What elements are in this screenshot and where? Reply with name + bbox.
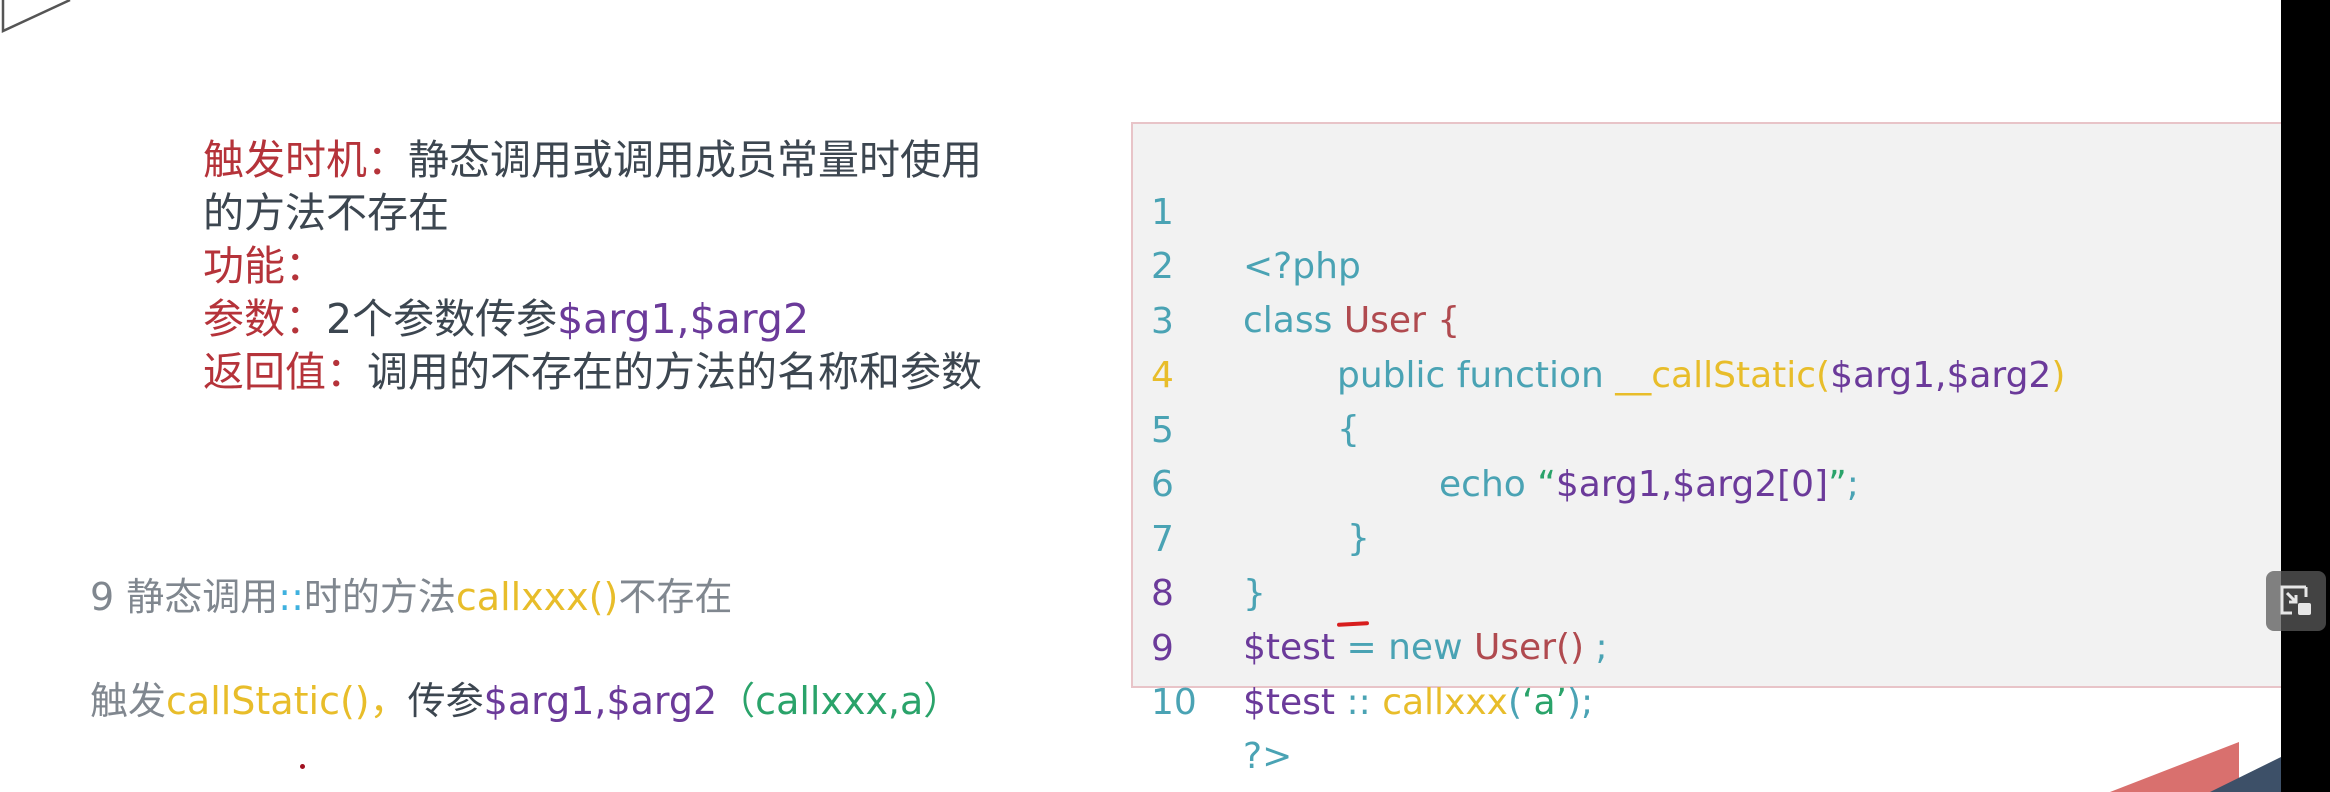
line-number: 5 xyxy=(1151,410,1174,451)
params-row: 参数：2个参数传参$arg1,$arg2 xyxy=(203,293,982,346)
params-text: 2个参数传参 xyxy=(326,295,558,343)
mini-player-button[interactable] xyxy=(2266,571,2326,631)
line-number: 2 xyxy=(1151,246,1174,287)
function-label: 功能： xyxy=(203,242,326,290)
params-label: 参数： xyxy=(203,295,326,343)
corner-decoration-bottom xyxy=(2110,742,2281,792)
return-label: 返回值： xyxy=(203,348,367,396)
slide: 触发时机：静态调用或调用成员常量时使用 的方法不存在 功能： 参数：2个参数传参… xyxy=(0,0,2281,792)
line-number: 10 xyxy=(1151,682,1197,723)
code-text: ?> xyxy=(1243,736,1293,777)
picture-in-picture-exit-icon xyxy=(2280,585,2311,615)
trigger-label: 触发时机： xyxy=(203,136,408,184)
line-number: 7 xyxy=(1151,519,1174,560)
line-number: 8 xyxy=(1151,573,1174,614)
note-trigger-callstatic: 触发callStatic()，传参$arg1,$arg2（callxxx,a） xyxy=(90,679,962,723)
method-info: 触发时机：静态调用或调用成员常量时使用 的方法不存在 功能： 参数：2个参数传参… xyxy=(203,134,982,399)
annotation-dot xyxy=(300,764,305,769)
trigger-text-cont: 的方法不存在 xyxy=(203,189,449,237)
return-row: 返回值：调用的不存在的方法的名称和参数 xyxy=(203,346,982,399)
line-number: 1 xyxy=(1151,192,1174,233)
code-line: 3 public function __callStatic($arg1,$ar… xyxy=(1133,241,2065,396)
code-text: $test = new User() ; xyxy=(1243,627,1608,668)
params-vars: $arg1,$arg2 xyxy=(557,295,810,343)
code-text: $test :: callxxx(‘a’); xyxy=(1243,682,1594,723)
video-letterbox xyxy=(2281,0,2330,792)
code-line: 6 } xyxy=(1133,404,1370,559)
line-number: 3 xyxy=(1151,301,1174,342)
code-line: 1 <?php xyxy=(1133,132,1361,287)
line-number: 4 xyxy=(1151,355,1174,396)
code-line: 2 class User { xyxy=(1133,186,1460,341)
code-text: } xyxy=(1347,518,1370,559)
code-line: 9 $test :: callxxx(‘a’); xyxy=(1133,568,1593,723)
code-text: <?php xyxy=(1243,246,1361,287)
code-text: { xyxy=(1337,409,1360,450)
code-block: 1 <?php 2 class User { 3 public function… xyxy=(1131,122,2281,777)
code-text: echo “$arg1,$arg2[0]”; xyxy=(1439,464,1859,505)
code-line: 4 { xyxy=(1133,295,1360,450)
trigger-row: 触发时机：静态调用或调用成员常量时使用 xyxy=(203,134,982,187)
function-row: 功能： xyxy=(203,240,982,293)
code-line: 8 $test = new User() ; xyxy=(1133,513,1608,668)
code-line: 5 echo “$arg1,$arg2[0]”; xyxy=(1133,350,1859,505)
note-static-call: 9 静态调用::时的方法callxxx()不存在 xyxy=(90,575,733,619)
code-text: public function __callStatic($arg1,$arg2… xyxy=(1337,355,2066,396)
code-text: class User { xyxy=(1243,300,1461,341)
line-number: 9 xyxy=(1151,628,1174,669)
trigger-row-cont: 的方法不存在 xyxy=(203,187,982,240)
code-line: 7 } xyxy=(1133,459,1266,614)
trigger-text: 静态调用或调用成员常量时使用 xyxy=(408,136,982,184)
return-text: 调用的不存在的方法的名称和参数 xyxy=(367,348,982,396)
corner-decoration xyxy=(1,0,71,33)
code-line: 10 ?> xyxy=(1133,622,1292,777)
code-text: } xyxy=(1243,573,1266,614)
line-number: 6 xyxy=(1151,464,1174,505)
